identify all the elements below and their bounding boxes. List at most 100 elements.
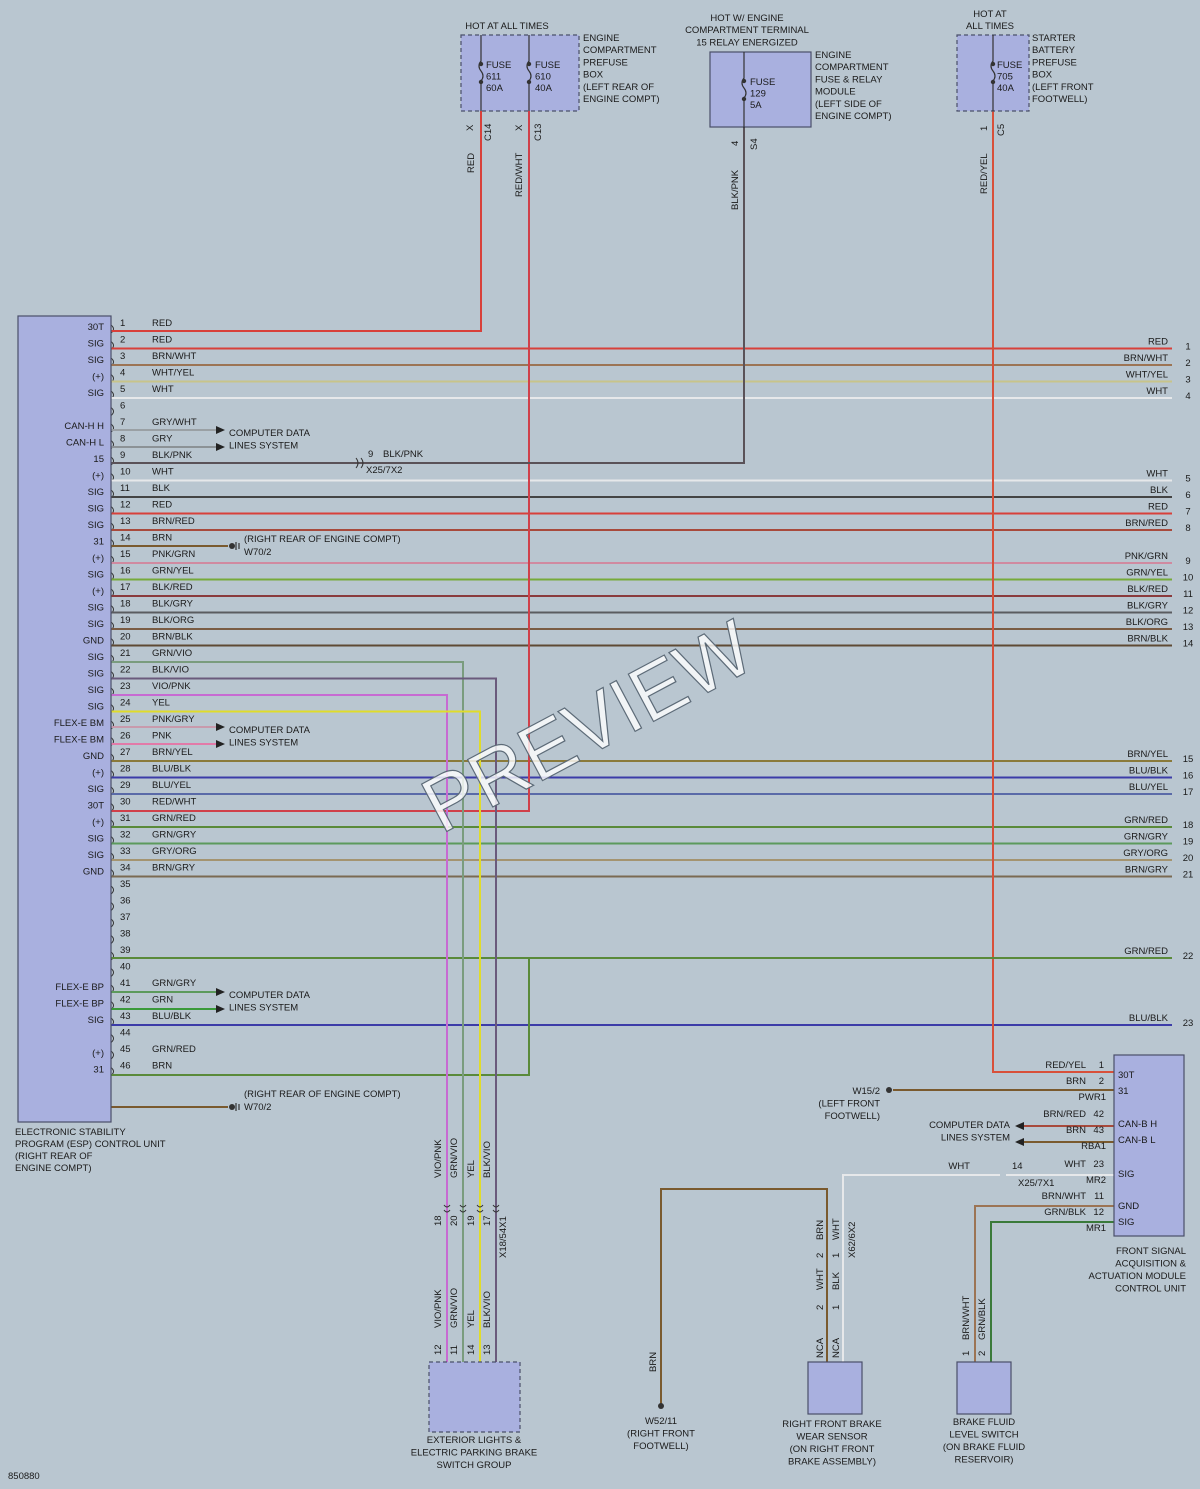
esp-wire-color: GRN/VIO — [152, 648, 192, 659]
right-edge-color: RED — [1148, 337, 1168, 348]
switch-wire-4 — [111, 677, 497, 1362]
front-pin-color: MR1 — [1086, 1223, 1106, 1234]
front-module-label: FRONT SIGNAL — [1116, 1246, 1186, 1257]
esp-pin-number: 4 — [120, 368, 125, 379]
preview-watermark: PREVIEW — [408, 603, 767, 850]
esp-pin-number: 2 — [120, 335, 125, 346]
esp-pin-number: 26 — [120, 731, 131, 742]
wear-sensor-label: (ON RIGHT FRONT — [790, 1444, 875, 1455]
right-edge-pin: 22 — [1183, 951, 1194, 962]
right-edge-color: GRN/RED — [1124, 815, 1168, 826]
computer-data-label: COMPUTER DATA — [229, 990, 311, 1001]
prefuse-box-label: PREFUSE — [583, 57, 628, 68]
fuse-node — [478, 79, 484, 85]
ground-symbol — [229, 1104, 235, 1110]
fuse-611: 611 — [486, 72, 501, 83]
pin-terminal — [110, 968, 114, 977]
esp-pin-number: 37 — [120, 912, 131, 923]
x25-pin: 9 — [368, 449, 373, 460]
right-edge-color: BLU/BLK — [1129, 766, 1169, 777]
right-edge-pin: 4 — [1185, 391, 1190, 402]
esp-wire-color: BLK — [152, 483, 171, 494]
switch-upper-color: YEL — [466, 1160, 477, 1178]
prefuse-box-label: COMPARTMENT — [583, 45, 657, 56]
fuse-relay-module — [709, 51, 812, 128]
right-edge-color: BLU/BLK — [1129, 1013, 1169, 1024]
starter-box-label: BATTERY — [1032, 45, 1076, 56]
front-pin-color: WHT — [1064, 1159, 1086, 1170]
esp-pin-function: FLEX-E BM — [54, 718, 104, 729]
x25-connector: X25/7X2 — [366, 465, 402, 476]
esp-pin-number: 35 — [120, 879, 131, 890]
esp-wire-color: BLK/ORG — [152, 615, 194, 626]
esp-label: ELECTRONIC STABILITY — [15, 1127, 126, 1138]
esp-wire-color: BRN/RED — [152, 516, 195, 527]
pin-terminal — [110, 407, 114, 416]
wear-sensor-label: WEAR SENSOR — [796, 1432, 867, 1443]
esp-pin-number: 44 — [120, 1028, 131, 1039]
esp-wire-color: GRN/RED — [152, 1044, 196, 1055]
w15-label: (LEFT FRONT — [818, 1099, 880, 1110]
right-edge-pin: 16 — [1183, 771, 1194, 782]
engine-prefuse-box — [460, 34, 580, 112]
front-pin-function: CAN-B H — [1118, 1119, 1157, 1130]
switch-lower-pin: 11 — [449, 1345, 460, 1355]
switch-group-label: EXTERIOR LIGHTS & — [427, 1435, 522, 1446]
pin-terminal — [110, 935, 114, 944]
esp-label: PROGRAM (ESP) CONTROL UNIT — [15, 1139, 166, 1150]
ground-symbol — [229, 543, 235, 549]
esp-pin-function: SIG — [88, 339, 104, 350]
fuse-705: 40A — [997, 83, 1015, 94]
connector-x: X — [465, 124, 476, 131]
prefuse-box-label: BOX — [583, 70, 604, 81]
esp-pin-function: (+) — [92, 817, 104, 828]
esp-pin-number: 31 — [120, 813, 131, 824]
esp-wire-color: RED — [152, 335, 172, 346]
esp-wire-color: BRN/WHT — [152, 351, 197, 362]
x25-7x1-color: WHT — [948, 1161, 970, 1172]
switch-group-label: SWITCH GROUP — [437, 1460, 512, 1471]
front-pin-color: PWR1 — [1079, 1092, 1106, 1103]
feed-fuse129 — [360, 127, 745, 464]
esp-pin-number: 40 — [120, 962, 131, 973]
esp-wire-color: PNK/GRN — [152, 549, 195, 560]
esp-pin-number: 17 — [120, 582, 131, 593]
wire-redwht-label: RED/WHT — [514, 152, 525, 197]
pin-terminal — [110, 1050, 114, 1060]
front-pin-color: BRN/RED — [1043, 1109, 1086, 1120]
esp-pin-number: 46 — [120, 1061, 131, 1072]
relay-module-label: FUSE & RELAY — [815, 74, 883, 85]
esp-pin-number: 9 — [120, 450, 125, 461]
esp-pin-number: 24 — [120, 698, 131, 709]
esp-pin-function: GND — [83, 636, 104, 647]
esp-pin-number: 28 — [120, 764, 131, 775]
esp-wire-color: GRY/WHT — [152, 417, 197, 428]
esp-label: ENGINE COMPT) — [15, 1163, 92, 1174]
esp-wire-color: BLK/RED — [152, 582, 193, 593]
wear-lower-color: WHT — [815, 1268, 826, 1290]
prefuse-box-label: (LEFT REAR OF — [583, 82, 654, 93]
esp-pin-function: SIG — [88, 504, 104, 515]
fuse-610: 40A — [535, 83, 553, 94]
front-pin-number: 12 — [1093, 1207, 1104, 1218]
pin-terminal — [110, 951, 114, 961]
wear-sensor-label: RIGHT FRONT BRAKE — [782, 1419, 881, 1430]
data-arrow — [1015, 1138, 1024, 1146]
connector-s4: S4 — [749, 138, 760, 150]
esp-pin-number: 45 — [120, 1044, 131, 1055]
esp-pin-number: 23 — [120, 681, 131, 692]
front-pin-number: 11 — [1094, 1191, 1104, 1202]
wear-sensor-label: BRAKE ASSEMBLY) — [788, 1457, 876, 1468]
esp-wire-color: BRN — [152, 1061, 172, 1072]
front-pin-color: BRN/WHT — [1042, 1191, 1087, 1202]
esp-wire-color: BLU/YEL — [152, 780, 191, 791]
relay-module-label: ENGINE — [815, 50, 851, 61]
esp-pin-function: SIG — [88, 685, 104, 696]
right-edge-pin: 3 — [1185, 375, 1190, 386]
ground-w70-id: W70/2 — [244, 547, 271, 558]
right-edge-color: BLK — [1150, 485, 1169, 496]
esp-wire-color: BLU/BLK — [152, 764, 192, 775]
fluid-wire-pin: 2 — [977, 1351, 988, 1356]
esp-wire-color: RED/WHT — [152, 797, 197, 808]
